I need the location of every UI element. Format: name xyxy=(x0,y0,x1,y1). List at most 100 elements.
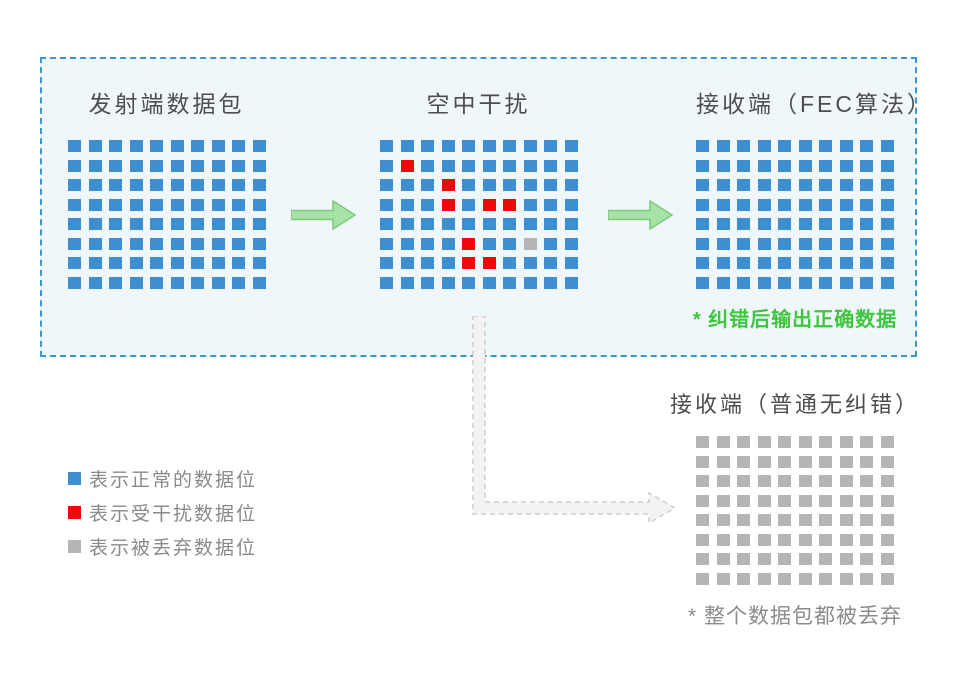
data-bit xyxy=(880,140,894,152)
data-bit xyxy=(696,533,709,546)
data-bit xyxy=(129,257,143,269)
data-bit xyxy=(716,436,730,448)
data-bit xyxy=(68,159,81,172)
data-bit xyxy=(191,198,204,211)
data-bit xyxy=(819,572,832,585)
data-bit xyxy=(819,475,832,487)
data-bit xyxy=(421,276,434,289)
data-bit xyxy=(88,198,102,211)
data-bit xyxy=(421,218,434,230)
data-bit xyxy=(860,514,873,526)
data-bit xyxy=(757,553,771,565)
data-bit xyxy=(170,179,184,191)
data-bit xyxy=(441,140,455,152)
data-bit xyxy=(462,276,475,289)
data-bit xyxy=(462,218,475,230)
data-bit xyxy=(737,533,750,546)
legend-item-corrupted: 表示受干扰数据位 xyxy=(68,500,257,525)
data-bit xyxy=(839,218,853,230)
data-bit xyxy=(757,572,771,585)
data-bit xyxy=(503,276,516,289)
data-bit xyxy=(564,159,578,172)
data-bit xyxy=(88,140,102,152)
fec-success-note: * 纠错后输出正确数据 xyxy=(692,309,898,331)
data-bit xyxy=(716,257,730,269)
data-bit xyxy=(696,514,709,526)
data-bit xyxy=(191,276,204,289)
packet-discarded-note: * 整个数据包都被丢弃 xyxy=(687,605,902,628)
data-bit xyxy=(819,257,832,269)
data-bit xyxy=(380,198,393,211)
data-bit xyxy=(564,179,578,191)
data-bit xyxy=(544,276,557,289)
data-bit xyxy=(421,237,434,250)
data-bit xyxy=(400,257,414,269)
data-bit xyxy=(737,179,750,191)
data-bit xyxy=(544,257,557,269)
data-bit xyxy=(860,159,873,172)
data-bit xyxy=(150,140,163,152)
data-bit xyxy=(757,237,771,250)
corrupted-bit-swatch xyxy=(68,505,81,519)
data-bit xyxy=(88,237,102,250)
data-bit xyxy=(109,159,122,172)
data-bit xyxy=(757,198,771,211)
data-bit xyxy=(819,179,832,191)
data-bit xyxy=(109,257,122,269)
data-bit xyxy=(380,257,393,269)
data-bit xyxy=(503,159,516,172)
data-bit xyxy=(860,553,873,565)
data-bit xyxy=(860,237,873,250)
data-bit xyxy=(716,179,730,191)
data-bit xyxy=(150,218,163,230)
data-bit xyxy=(232,198,245,211)
data-bit xyxy=(880,533,894,546)
data-bit xyxy=(860,257,873,269)
data-bit xyxy=(757,257,771,269)
data-bit xyxy=(798,553,812,565)
data-bit xyxy=(68,237,81,250)
data-bit xyxy=(232,237,245,250)
data-bit xyxy=(109,237,122,250)
data-bit xyxy=(819,218,832,230)
data-bit xyxy=(839,159,853,172)
data-bit xyxy=(880,455,894,468)
data-bit xyxy=(191,257,204,269)
data-bit xyxy=(170,140,184,152)
data-bit xyxy=(523,276,537,289)
data-bit xyxy=(798,140,812,152)
data-bit xyxy=(819,514,832,526)
data-bit xyxy=(819,436,832,448)
data-bit xyxy=(421,198,434,211)
data-bit xyxy=(170,159,184,172)
data-bit xyxy=(778,198,791,211)
data-bit xyxy=(716,455,730,468)
receiver-plain-panel-title: 接收端（普通无纠错） xyxy=(669,392,920,417)
data-bit xyxy=(839,179,853,191)
data-bit xyxy=(482,237,496,250)
data-bit xyxy=(716,218,730,230)
data-bit xyxy=(421,257,434,269)
data-bit xyxy=(68,179,81,191)
data-bit xyxy=(880,257,894,269)
data-bit xyxy=(778,179,791,191)
data-bit xyxy=(880,237,894,250)
data-bit xyxy=(696,455,709,468)
data-bit xyxy=(880,218,894,230)
data-bit xyxy=(696,179,709,191)
data-bit xyxy=(860,179,873,191)
data-bit xyxy=(441,257,455,269)
data-bit xyxy=(839,533,853,546)
data-bit xyxy=(798,179,812,191)
data-bit xyxy=(523,179,537,191)
data-bit xyxy=(839,198,853,211)
data-bit xyxy=(441,198,455,211)
discarded-bit-swatch xyxy=(68,539,81,553)
data-bit xyxy=(860,494,873,507)
legend-item-discarded: 表示被丢弃数据位 xyxy=(68,534,257,559)
data-bit xyxy=(778,553,791,565)
data-bit xyxy=(696,436,709,448)
data-bit xyxy=(564,218,578,230)
data-bit xyxy=(880,475,894,487)
data-bit xyxy=(839,553,853,565)
